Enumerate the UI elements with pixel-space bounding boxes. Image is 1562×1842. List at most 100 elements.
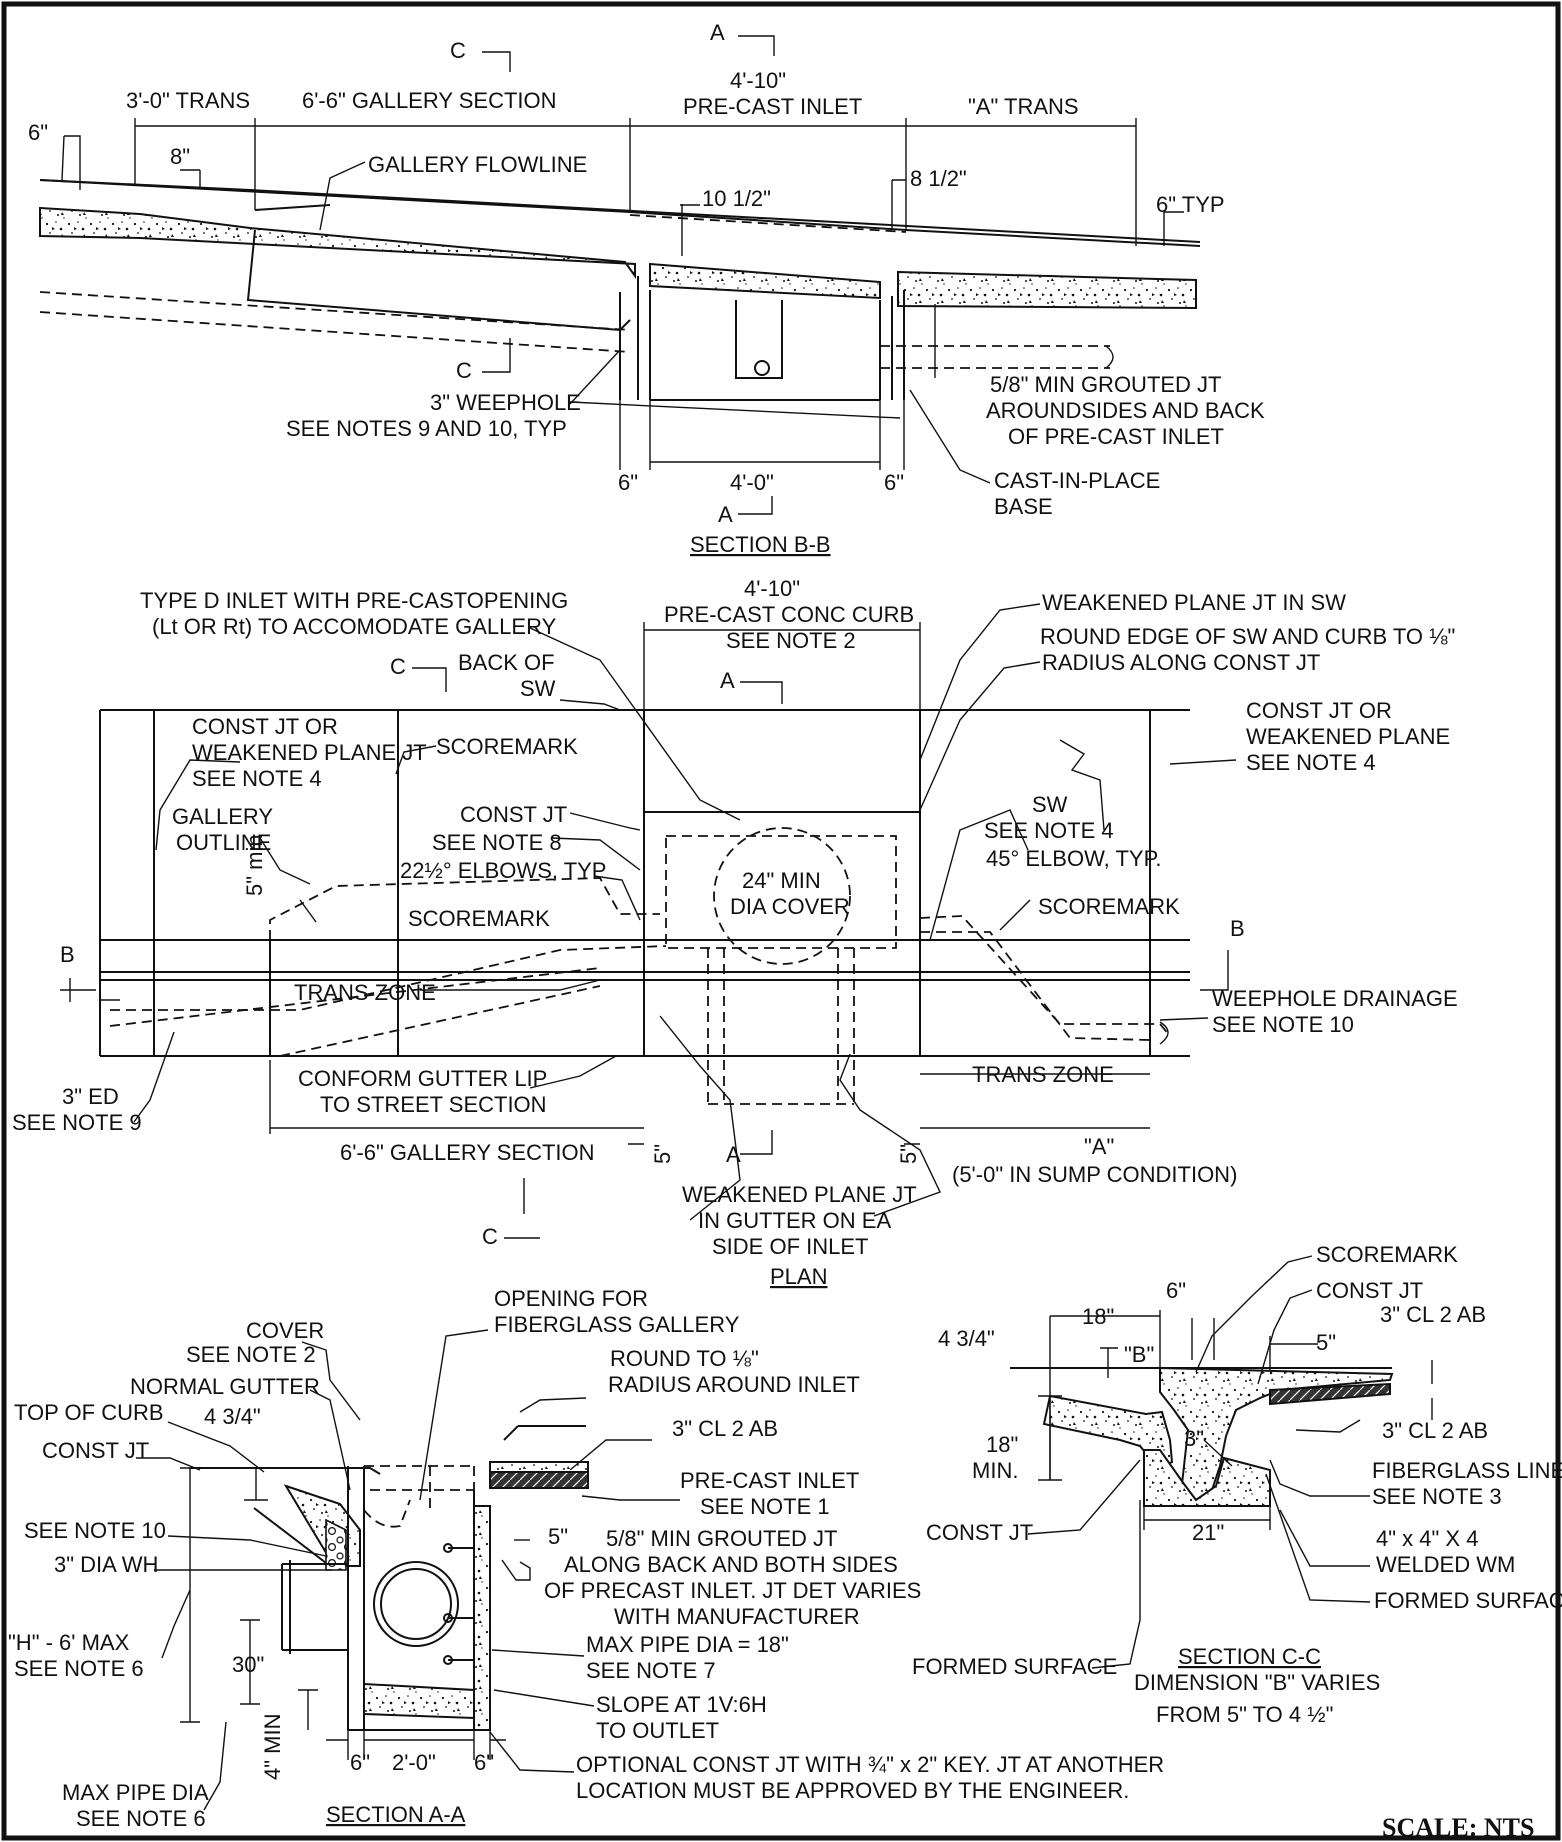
label-round-1: ROUND TO ⅛" xyxy=(610,1346,759,1371)
cut-a-plan-top: A xyxy=(720,668,735,693)
label-weephole-notes: SEE NOTES 9 AND 10, TYP xyxy=(286,416,567,441)
label-sw-note: SEE NOTE 4 xyxy=(984,818,1114,843)
dim-8: 8" xyxy=(170,144,190,169)
dim-6-aa-left: 6" xyxy=(350,1750,370,1775)
dim-4-min: 4" MIN xyxy=(260,1714,285,1780)
label-sw: SW xyxy=(1032,792,1068,817)
label-grouted-1: 5/8" MIN GROUTED JT xyxy=(606,1526,838,1551)
label-opening-1: OPENING FOR xyxy=(494,1286,648,1311)
slab-inlet xyxy=(649,262,881,300)
title-section-cc: SECTION C-C xyxy=(1178,1644,1321,1669)
label-cover: COVER xyxy=(246,1318,324,1343)
label-a-dim: "A" xyxy=(1084,1134,1114,1159)
label-back-of-sw-1: BACK OF xyxy=(458,650,555,675)
label-cl2ab-cc-2: 3" CL 2 AB xyxy=(1382,1418,1488,1443)
cut-c-plan-bottom: C xyxy=(482,1224,498,1249)
label-h-note: SEE NOTE 6 xyxy=(14,1656,144,1681)
cut-b-left: B xyxy=(60,942,75,967)
label-cip-2: BASE xyxy=(994,494,1053,519)
label-grout-1: 5/8" MIN GROUTED JT xyxy=(990,372,1222,397)
dim-2-0: 2'-0" xyxy=(392,1750,436,1775)
label-top-of-curb: TOP OF CURB xyxy=(14,1400,164,1425)
dim-21: 21" xyxy=(1192,1520,1224,1545)
title-section-bb: SECTION B-B xyxy=(690,532,831,557)
label-dimension-b-varies: DIMENSION "B" VARIES xyxy=(1134,1670,1380,1695)
label-const-jt-cc: CONST JT xyxy=(1316,1278,1423,1303)
label-plan-gallery-section: 6'-6" GALLERY SECTION xyxy=(340,1140,595,1165)
label-see-note-8: SEE NOTE 8 xyxy=(432,830,562,855)
label-precast-curb: PRE-CAST CONC CURB xyxy=(664,602,914,627)
label-scoremark-3: SCOREMARK xyxy=(1038,894,1180,919)
label-grout-3: OF PRE-CAST INLET xyxy=(1008,424,1224,449)
cut-b-right: B xyxy=(1230,916,1245,941)
dim-6-br: 6" xyxy=(884,470,904,495)
label-cover-2: DIA COVER xyxy=(730,894,850,919)
label-trans-zone-1: TRANS ZONE xyxy=(294,980,436,1005)
label-to-outlet: TO OUTLET xyxy=(596,1718,719,1743)
pavement-cc xyxy=(1159,1366,1394,1502)
cut-a-top: A xyxy=(710,20,725,45)
dim-5-cc: 5" xyxy=(1316,1330,1336,1355)
label-fiberglass-note: SEE NOTE 3 xyxy=(1372,1484,1502,1509)
slab-left xyxy=(39,206,636,280)
scale-note: SCALE: NTS xyxy=(1382,1813,1534,1842)
weep-rock xyxy=(325,1518,347,1571)
label-grouted-3: OF PRECAST INLET. JT DET VARIES xyxy=(544,1578,921,1603)
dim-trans: 3'-0" TRANS xyxy=(126,88,250,113)
label-optional-jt-1: OPTIONAL CONST JT WITH ¾" x 2" KEY. JT A… xyxy=(576,1752,1164,1777)
label-cover-1: 24" MIN xyxy=(742,868,821,893)
dim-4-0: 4'-0" xyxy=(730,470,774,495)
label-conform-gutter-2: TO STREET SECTION xyxy=(320,1092,547,1117)
title-section-aa: SECTION A-A xyxy=(326,1802,466,1827)
label-max-pipe-dia: MAX PIPE DIA xyxy=(62,1780,209,1805)
label-const-jt-plan: CONST JT xyxy=(460,802,567,827)
label-sump-condition: (5'-0" IN SUMP CONDITION) xyxy=(952,1162,1237,1187)
dim-gallery-section: 6'-6" GALLERY SECTION xyxy=(302,88,557,113)
label-wp-gutter-1: WEAKENED PLANE JT xyxy=(682,1182,917,1207)
dim-18-cc: 18" xyxy=(1082,1304,1114,1329)
label-grouted-4: WITH MANUFACTURER xyxy=(614,1604,860,1629)
label-wp-gutter-2: IN GUTTER ON EA xyxy=(698,1208,891,1233)
label-precast-inlet-aa: PRE-CAST INLET xyxy=(680,1468,859,1493)
label-const-jt-r3: SEE NOTE 4 xyxy=(1246,750,1376,775)
section-bb: 6" 3'-0" TRANS 8" 6'-6" GALLERY SECTION … xyxy=(28,20,1265,557)
label-round-edge-2: RADIUS ALONG CONST JT xyxy=(1042,650,1320,675)
label-type-d-2: (Lt OR Rt) TO ACCOMODATE GALLERY xyxy=(152,614,557,639)
dim-6-typ: 6" TYP xyxy=(1156,192,1225,217)
dim-4-3-4-cc: 4 3/4" xyxy=(938,1326,995,1351)
label-gallery-outline-2: OUTLINE xyxy=(176,830,271,855)
dim-6-left: 6" xyxy=(28,120,48,145)
label-grouted-2: ALONG BACK AND BOTH SIDES xyxy=(564,1552,898,1577)
outlet-pipe xyxy=(373,1561,459,1647)
dim-18-min-2: MIN. xyxy=(972,1458,1018,1483)
label-optional-jt-2: LOCATION MUST BE APPROVED BY THE ENGINEE… xyxy=(576,1778,1129,1803)
label-wp-gutter-3: SIDE OF INLET xyxy=(712,1234,868,1259)
label-ed-note: SEE NOTE 9 xyxy=(12,1110,142,1135)
dim-4-3-4-aa: 4 3/4" xyxy=(204,1404,261,1429)
label-max-pipe-18: MAX PIPE DIA = 18" xyxy=(586,1632,789,1657)
label-const-jt-cc-2: CONST JT xyxy=(926,1520,1033,1545)
plan-view: TYPE D INLET WITH PRE-CASTOPENING (Lt OR… xyxy=(12,576,1458,1289)
label-weephole-drainage: WEEPHOLE DRAINAGE xyxy=(1212,986,1458,1011)
inlet-back-wall xyxy=(473,1505,491,1731)
label-fiberglass-liner: FIBERGLASS LINER xyxy=(1372,1458,1562,1483)
ab-layer-cc xyxy=(1269,1382,1391,1406)
label-const-jt-r1: CONST JT OR xyxy=(1246,698,1392,723)
cut-c-plan-top: C xyxy=(390,654,406,679)
label-wm-1: 4" x 4" X 4 xyxy=(1376,1526,1478,1551)
label-grout-2: AROUNDSIDES AND BACK xyxy=(986,398,1265,423)
dim-b: "B" xyxy=(1124,1342,1154,1367)
label-5-left: 5" xyxy=(650,1144,675,1164)
cover-circle xyxy=(713,827,851,965)
label-scoremark-cc: SCOREMARK xyxy=(1316,1242,1458,1267)
label-conform-gutter-1: CONFORM GUTTER LIP xyxy=(298,1066,547,1091)
label-const-jt-1: CONST JT OR xyxy=(192,714,338,739)
label-3-ed: 3" ED xyxy=(62,1084,119,1109)
dim-5-aa: 5" xyxy=(548,1524,568,1549)
label-cover-note: SEE NOTE 2 xyxy=(186,1342,316,1367)
label-precast-note: SEE NOTE 1 xyxy=(700,1494,830,1519)
label-const-jt-3: SEE NOTE 4 xyxy=(192,766,322,791)
section-cc: SCOREMARK 6" CONST JT 18" 3" CL 2 AB 4 3… xyxy=(912,1242,1562,1727)
